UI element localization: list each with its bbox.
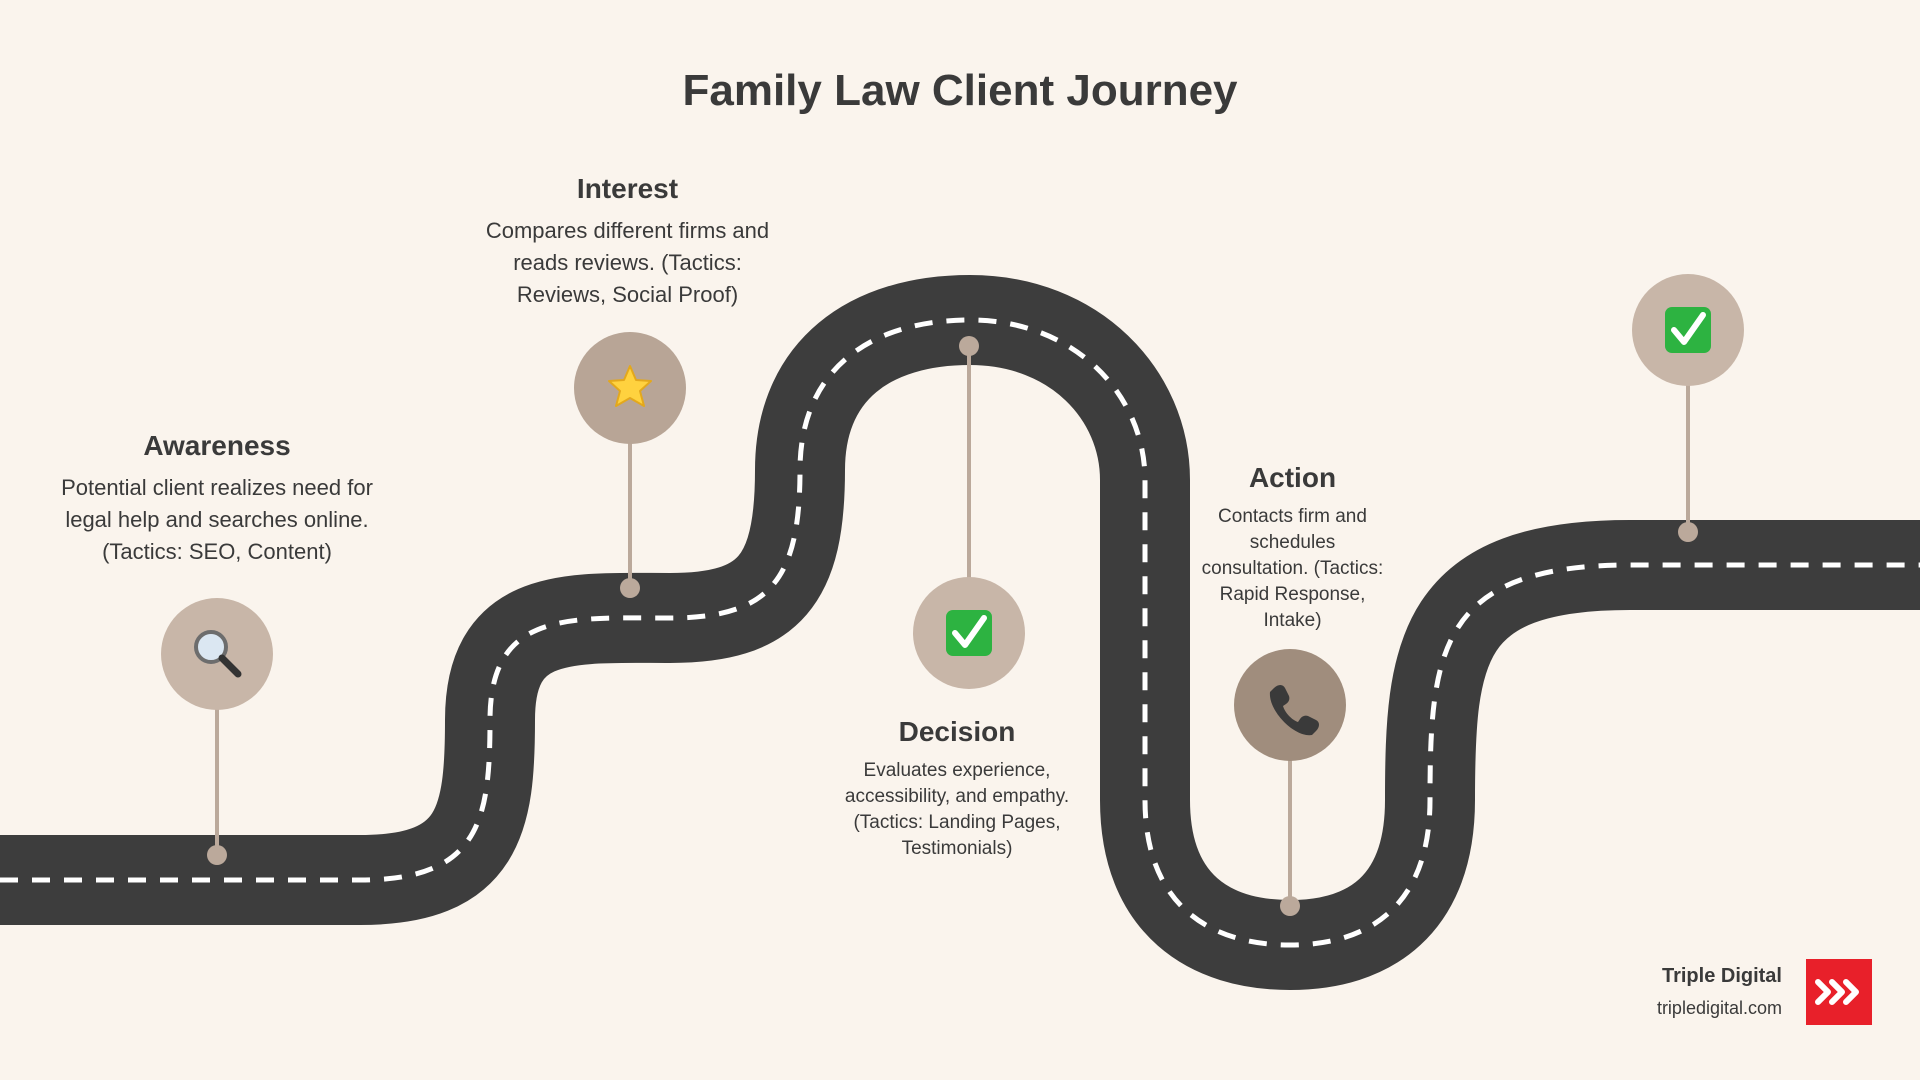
- stage-action: Action Contacts firm and schedules consu…: [1195, 462, 1390, 634]
- action-marker: [1234, 649, 1346, 916]
- stage-awareness: Awareness Potential client realizes need…: [57, 430, 377, 568]
- final-marker: [1632, 274, 1744, 542]
- interest-marker: [574, 332, 686, 598]
- road-center-line: [0, 317, 1920, 948]
- brand-name: Triple Digital: [1661, 965, 1782, 987]
- stage-description: Compares different firms and reads revie…: [485, 218, 770, 307]
- checkmark-icon: [946, 610, 992, 656]
- stage-title: Action: [1248, 462, 1337, 493]
- magnifier-icon: [194, 630, 242, 678]
- page-title: Family Law Client Journey: [682, 66, 1238, 115]
- stage-interest: Interest Compares different firms and re…: [470, 173, 785, 311]
- stage-title: Awareness: [143, 430, 291, 461]
- brand-url: tripledigital.com: [1656, 998, 1782, 1018]
- stage-description: Potential client realizes need for legal…: [61, 475, 373, 564]
- chevrons-icon: [1815, 979, 1859, 1005]
- checkmark-icon: [1665, 307, 1711, 353]
- star-icon: [608, 365, 652, 407]
- brand-logo: [1806, 959, 1872, 1025]
- stage-description: Contacts firm and schedules consultation…: [1201, 506, 1384, 631]
- stage-title: Interest: [576, 173, 679, 204]
- phone-icon: [1269, 685, 1319, 736]
- stage-title: Decision: [898, 716, 1016, 747]
- action-pin: [1234, 649, 1346, 761]
- awareness-marker: [161, 598, 273, 865]
- stage-decision: Decision Evaluates experience, accessibi…: [827, 716, 1087, 862]
- stage-description: Evaluates experience, accessibility, and…: [844, 760, 1070, 859]
- decision-marker: [913, 336, 1025, 689]
